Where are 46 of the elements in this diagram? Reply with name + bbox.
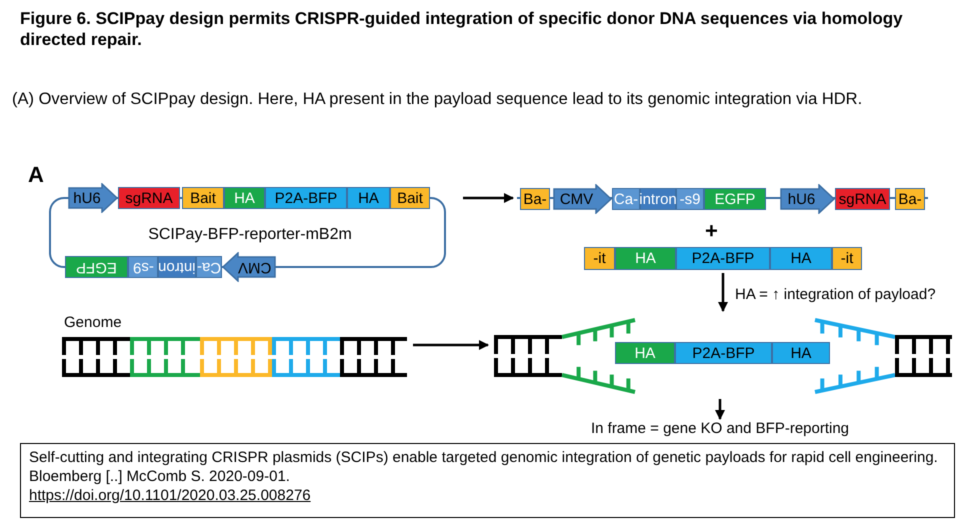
gene-segment: intron	[640, 188, 676, 210]
gene-segment: -it	[584, 247, 615, 270]
gene-segment: Ca-	[196, 256, 222, 278]
gene-segment: -s9	[128, 256, 158, 278]
citation-text: Self-cutting and integrating CRISPR plasmids (SCIPs) enable targeted genomic integration of genetic payloads for rapid cell engineering. Bloemberg [..] McComb S. 2020-09-01.	[29, 448, 939, 486]
plus-sign: +	[705, 218, 718, 244]
gene-segment: -s9	[676, 188, 704, 210]
gene-segment: sgRNA	[835, 188, 890, 210]
gene-segment: HA	[615, 247, 676, 270]
gene-segment: P2A-BFP	[676, 247, 770, 270]
gene-segment: HA	[770, 247, 832, 270]
annotation-text: HA = ↑ integration of payload?	[735, 286, 936, 303]
figure-caption: (A) Overview of SCIPpay design. Here, HA present in the payload sequence lead to its genomic integration via HDR.	[12, 90, 864, 109]
gene-segment: intron	[158, 256, 196, 278]
promoter-segment: CMV	[553, 184, 612, 214]
gene-segment: P2A-BFP	[265, 187, 347, 209]
arrow	[718, 273, 728, 312]
panel-letter: A	[28, 162, 44, 188]
gene-segment: HA	[615, 342, 675, 364]
doi-link: https://doi.org/10.1101/2020.03.25.008276	[29, 487, 311, 504]
gene-segment: Ba-	[520, 188, 550, 210]
linear-construct	[515, 181, 930, 215]
figure-title: Figure 6. SCIPpay design permits CRISPR-guided integration of specific donor DNA sequences via homology directed repair.	[20, 8, 904, 50]
promoter-segment: CMV	[222, 252, 276, 282]
gene-segment: P2A-BFP	[675, 342, 772, 364]
arrow	[413, 340, 489, 350]
payload-construct	[584, 247, 862, 270]
gene-segment: EGFP	[704, 188, 766, 210]
gene-segment: sgRNA	[118, 187, 180, 209]
gene-segment: Ba-	[895, 188, 925, 210]
outcome-text: In frame = gene KO and BFP-reporting	[560, 420, 880, 440]
promoter-segment: hU6	[780, 184, 835, 214]
arrow	[463, 193, 514, 203]
gene-segment: EGFP	[65, 256, 128, 278]
arrow	[715, 399, 725, 420]
gene-segment: Ca-	[612, 188, 640, 210]
gene-segment: Bait	[390, 187, 430, 209]
gene-segment: -it	[832, 247, 862, 270]
gene-segment: Bait	[182, 187, 224, 209]
plasmid-name: SCIPay-BFP-reporter-mB2m	[147, 226, 353, 244]
gene-segment: HA	[772, 342, 830, 364]
gene-segment: HA	[224, 187, 265, 209]
gene-segment: HA	[347, 187, 390, 209]
promoter-segment: hU6	[68, 183, 118, 213]
citation-box	[20, 443, 955, 518]
genome-label: Genome	[64, 314, 122, 331]
